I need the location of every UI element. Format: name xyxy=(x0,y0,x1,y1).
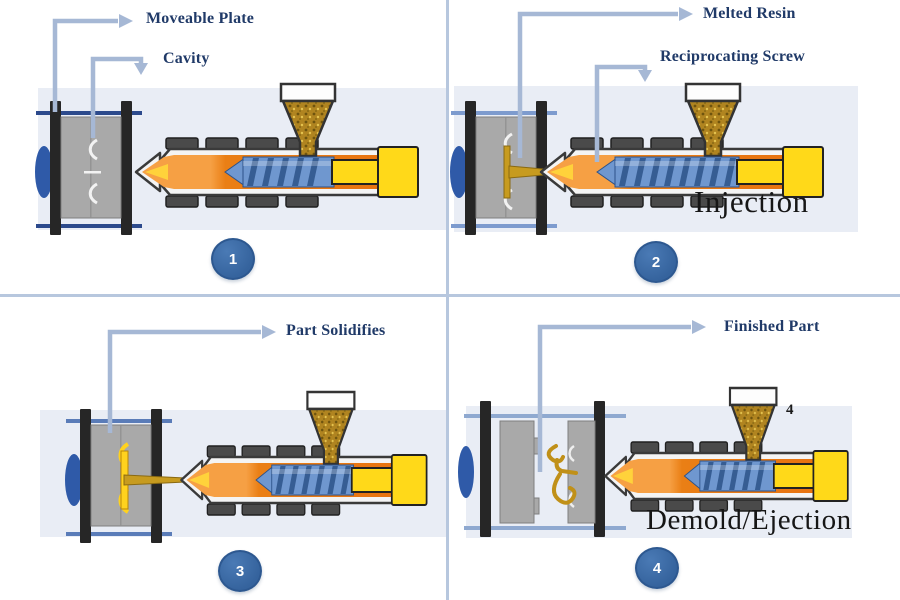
molding-machine-drawing xyxy=(35,14,448,235)
step-number: 4 xyxy=(652,559,662,577)
hydraulic-ram xyxy=(350,454,428,506)
heater-bands xyxy=(630,441,763,512)
callout-arrow xyxy=(90,56,148,138)
vertical-divider xyxy=(446,0,449,600)
machine-illustration-step-3 xyxy=(0,300,450,600)
step-number: 2 xyxy=(651,253,661,271)
hopper xyxy=(306,390,356,466)
molding-machine-drawing xyxy=(40,325,448,543)
hydraulic-ram xyxy=(331,146,419,198)
caption-demold-ejection: Demold/Ejection xyxy=(646,504,852,536)
hopper xyxy=(684,82,742,158)
hydraulic-ram xyxy=(736,146,824,198)
reciprocating-screw xyxy=(224,156,335,188)
molding-machine-drawing xyxy=(458,320,852,538)
hopper xyxy=(728,386,778,462)
step-badge-1: 1 xyxy=(211,238,255,280)
step-badge-2: 2 xyxy=(634,241,678,283)
callout-arrow xyxy=(594,64,652,162)
machine-illustration-step-2 xyxy=(450,0,900,300)
step-badge-4: 4 xyxy=(635,547,679,589)
machine-illustration-step-4 xyxy=(450,300,900,600)
hopper xyxy=(279,82,337,158)
label-part-solidifies: Part Solidifies xyxy=(286,322,386,339)
mold-open xyxy=(458,401,626,537)
label-moveable-plate: Moveable Plate xyxy=(146,10,255,27)
callout-arrow xyxy=(52,14,133,112)
panel-step-1: Moveable Plate Cavity 1 xyxy=(0,0,450,300)
horizontal-divider xyxy=(0,294,900,297)
machine-illustration-step-1 xyxy=(0,0,450,300)
panel-step-2: Melted Resin Reciprocating Screw Injecti… xyxy=(450,0,900,300)
ejected-finished-part xyxy=(546,444,578,505)
caption-injection: Injection xyxy=(694,184,809,219)
corner-step-number: 4 xyxy=(786,402,794,418)
step-number: 1 xyxy=(228,250,238,268)
step-number: 3 xyxy=(235,562,245,580)
molding-machine-drawing xyxy=(450,7,858,235)
panel-step-3: Part Solidifies 3 xyxy=(0,300,450,600)
callout-arrow xyxy=(537,320,706,472)
reciprocating-screw xyxy=(683,460,776,492)
label-finished-part: Finished Part xyxy=(724,318,820,335)
label-melted-resin: Melted Resin xyxy=(703,5,796,22)
callout-arrow xyxy=(517,7,693,158)
mold-closed xyxy=(65,409,186,543)
panel-step-4: Finished Part Demold/Ejection 4 4 xyxy=(450,300,900,600)
label-cavity: Cavity xyxy=(163,50,210,67)
step-badge-3: 3 xyxy=(218,550,262,592)
callout-arrow xyxy=(107,325,276,433)
mold-closed xyxy=(35,101,142,235)
reciprocating-screw xyxy=(255,464,354,496)
label-reciprocating-screw: Reciprocating Screw xyxy=(660,48,805,65)
hydraulic-ram xyxy=(772,450,849,502)
reciprocating-screw xyxy=(596,156,740,188)
mold-closed xyxy=(450,101,557,235)
